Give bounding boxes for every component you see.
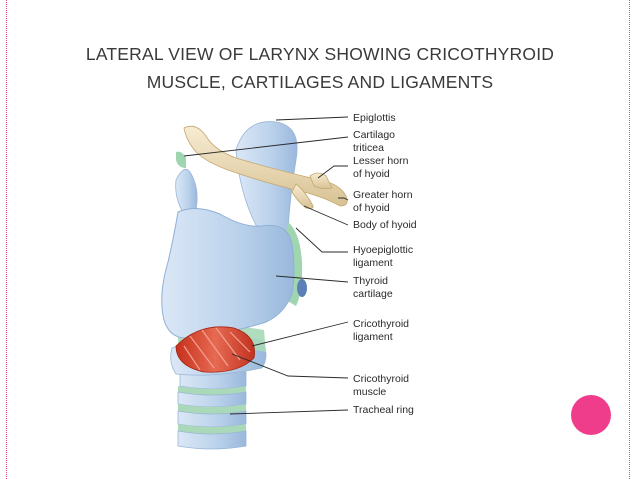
label-greater-horn-line2: of hyoid — [353, 202, 390, 214]
cartilago-triticea — [176, 151, 186, 168]
label-hyoepiglottic-line1: Hyoepiglottic — [353, 244, 413, 256]
label-lesser-horn-line1: Lesser horn — [353, 155, 409, 167]
title-line-2: MUSCLE, CARTILAGES AND LIGAMENTS — [146, 72, 494, 92]
label-hyoepiglottic-line2: ligament — [353, 257, 393, 269]
leader-lines — [183, 116, 349, 415]
label-lesser-horn-line2: of hyoid — [353, 168, 390, 180]
label-tracheal-ring: Tracheal ring — [353, 404, 414, 416]
labels: Epiglottis Cartilago triticea Lesser hor… — [353, 112, 417, 416]
title-line-1: LATERAL VIEW OF LARYNX SHOWING CRICOTHYR… — [85, 44, 555, 64]
label-cartilago-line2: triticea — [353, 142, 384, 154]
slide-title: LATERAL VIEW OF LARYNX SHOWING CRICOTHYR… — [40, 40, 600, 96]
thyroid-cartilage — [161, 208, 295, 339]
left-border-line — [6, 0, 7, 479]
label-epiglottis: Epiglottis — [353, 112, 396, 124]
label-cricothyroid-ligament-line2: ligament — [353, 331, 393, 343]
accent-dot — [571, 395, 611, 435]
cricothyroid-muscle — [175, 326, 255, 373]
label-cricothyroid-muscle-line2: muscle — [353, 386, 386, 398]
label-thyroid-line1: Thyroid — [353, 275, 388, 287]
thyroid-superior-horn — [175, 168, 198, 215]
label-thyroid-line2: cartilage — [353, 288, 393, 300]
label-cricothyroid-ligament-line1: Cricothyroid — [353, 318, 409, 330]
thyroid-tubercle — [297, 279, 307, 297]
label-cartilago-line1: Cartilago — [353, 129, 395, 141]
label-body-of-hyoid: Body of hyoid — [353, 219, 417, 231]
label-greater-horn-line1: Greater horn — [353, 189, 413, 201]
right-border-line — [629, 0, 630, 479]
label-cricothyroid-muscle-line1: Cricothyroid — [353, 373, 409, 385]
tracheal-rings — [177, 368, 247, 450]
hyoid-bone — [183, 125, 348, 209]
